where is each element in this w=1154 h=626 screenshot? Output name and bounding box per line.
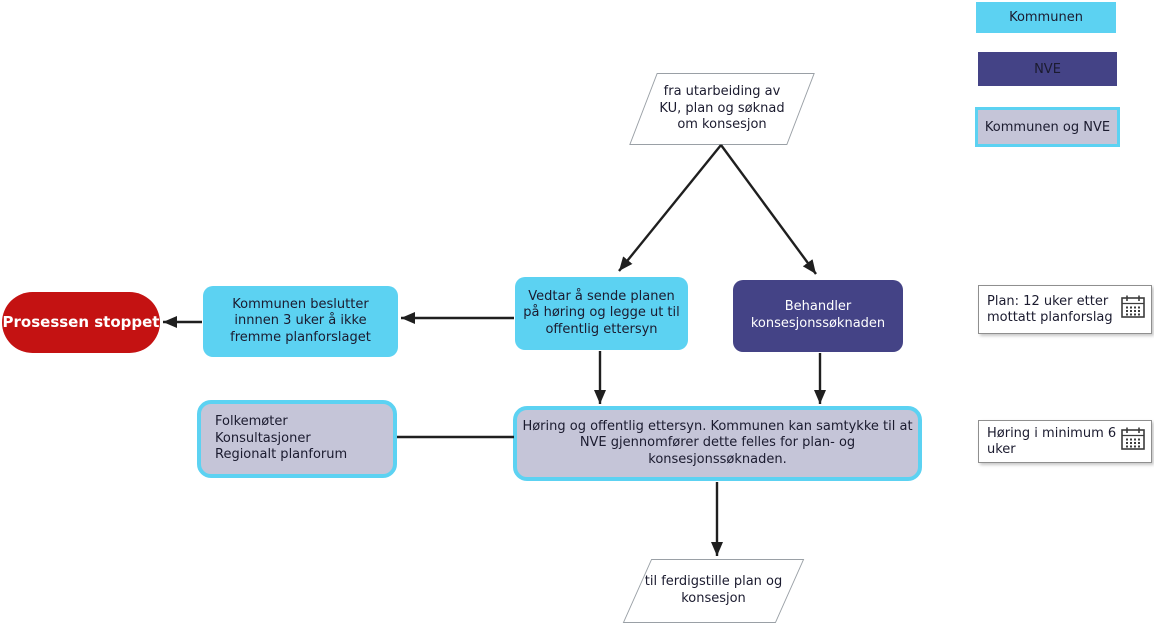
node-end-line1: til ferdigstille plan og <box>644 574 783 590</box>
legend-item-nve: NVE <box>978 52 1117 86</box>
node-vedtar-horing: Vedtar å sende planen på høring og legge… <box>515 277 688 350</box>
calendar-icon <box>1119 294 1147 325</box>
annotation-plan-frist: Plan: 12 uker etter mottatt planforslag <box>978 285 1152 334</box>
node-medvirkning-line3: Regionalt planforum <box>215 447 348 463</box>
legend-item-kommunen: Kommunen <box>976 2 1116 33</box>
node-prosessen-stoppet-text: Prosessen stoppet <box>2 312 160 331</box>
node-medvirkning-text: Folkemøter Konsultasjoner Regionalt plan… <box>215 414 347 464</box>
legend-label-nve: NVE <box>1034 61 1061 77</box>
node-behandler-soknad-text: Behandler konsesjonssøknaden <box>750 299 886 331</box>
node-end: til ferdigstille plan og konsesjon <box>622 559 805 623</box>
legend-label-kommunen: Kommunen <box>1009 10 1083 25</box>
node-start-line2: KU, plan og søknad <box>659 100 785 116</box>
node-start: fra utarbeiding av KU, plan og søknad om… <box>629 73 815 145</box>
legend-item-kommunen-og-nve: Kommunen og NVE <box>975 107 1120 147</box>
node-horing-offentlig-ettersyn: Høring og offentlig ettersyn. Kommunen k… <box>513 406 922 481</box>
node-medvirkning-line2: Konsultasjoner <box>215 430 311 446</box>
node-medvirkning-line1: Folkemøter <box>215 414 288 430</box>
node-prosessen-stoppet: Prosessen stoppet <box>2 292 160 353</box>
node-vedtar-horing-text: Vedtar å sende planen på høring og legge… <box>523 288 680 337</box>
annotation-horing-frist-text: Høring i minimum 6 uker <box>987 425 1117 457</box>
annotation-horing-frist: Høring i minimum 6 uker <box>978 420 1152 463</box>
node-medvirkning: Folkemøter Konsultasjoner Regionalt plan… <box>197 400 397 478</box>
node-start-text: fra utarbeiding av KU, plan og søknad om… <box>659 84 784 135</box>
node-start-line3: om konsesjon <box>677 117 767 133</box>
node-beslutter-ikke-fremme: Kommunen beslutter innnen 3 uker å ikke … <box>203 286 398 357</box>
node-behandler-soknad: Behandler konsesjonssøknaden <box>733 280 903 352</box>
node-horing-offentlig-ettersyn-text: Høring og offentlig ettersyn. Kommunen k… <box>522 418 913 467</box>
calendar-icon <box>1119 426 1147 457</box>
annotation-plan-frist-text: Plan: 12 uker etter mottatt planforslag <box>987 293 1113 325</box>
node-end-text: til ferdigstille plan og konsesjon <box>645 574 783 608</box>
node-start-line1: fra utarbeiding av <box>663 83 781 99</box>
legend-label-kommunen-og-nve: Kommunen og NVE <box>984 119 1111 135</box>
node-end-line2: konsesjon <box>681 591 746 606</box>
node-beslutter-ikke-fremme-text: Kommunen beslutter innnen 3 uker å ikke … <box>230 296 371 345</box>
